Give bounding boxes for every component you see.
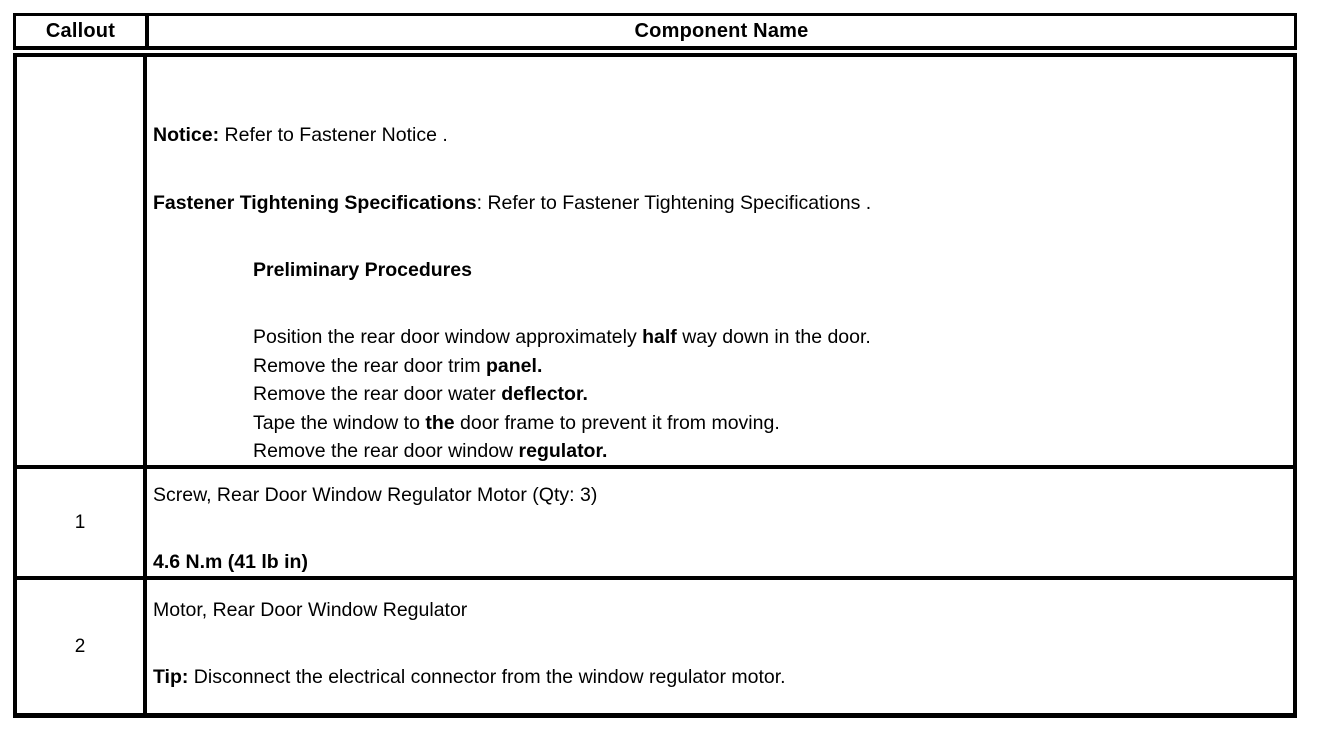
tip-text: Disconnect the electrical connector from…: [188, 666, 786, 688]
header-cell-component-name: Component Name: [149, 16, 1294, 46]
tip-line: Tip: Disconnect the electrical connector…: [153, 665, 786, 689]
table-header-row: Callout Component Name: [13, 13, 1297, 50]
procedure-text-pre: Remove the rear door window: [253, 440, 519, 462]
preliminary-procedures-list: Position the rear door window approximat…: [253, 323, 871, 466]
procedure-text-emph[interactable]: regulator.: [518, 440, 608, 462]
callout-number: 2: [74, 635, 86, 657]
list-item: Remove the rear door water deflector.: [253, 380, 871, 409]
fastener-spec-label: Fastener Tightening Specifications: [153, 192, 477, 214]
table-row: 2 Motor, Rear Door Window Regulator Tip:…: [17, 576, 1293, 713]
callout-number-cell: 1: [17, 469, 147, 576]
component-title: Motor, Rear Door Window Regulator: [153, 599, 468, 621]
notes-callout-cell: [17, 57, 147, 465]
component-title: Screw, Rear Door Window Regulator Motor …: [153, 484, 598, 506]
procedure-text-pre: Remove the rear door water: [253, 383, 502, 405]
notice-line: Notice: Refer to Fastener Notice .: [153, 123, 448, 147]
table-body: Notice: Refer to Fastener Notice . Faste…: [13, 53, 1297, 718]
procedure-text-pre: Tape the window to: [253, 411, 426, 434]
torque-specification: 4.6 N.m (41 lb in): [153, 551, 308, 573]
preliminary-procedures-heading: Preliminary Procedures: [253, 259, 472, 281]
tip-label: Tip:: [153, 666, 189, 688]
notes-body-cell: Notice: Refer to Fastener Notice . Faste…: [147, 57, 1293, 465]
procedure-text-pre: Position the rear door window approximat…: [253, 326, 643, 348]
procedure-text-post: door frame to prevent it from moving.: [454, 411, 780, 434]
list-item: Position the rear door window approximat…: [253, 323, 871, 352]
fastener-spec-line: Fastener Tightening Specifications: Refe…: [153, 191, 871, 215]
header-label-component-name: Component Name: [634, 19, 809, 42]
table-row-notes: Notice: Refer to Fastener Notice . Faste…: [17, 57, 1293, 465]
procedure-text-emph[interactable]: half: [642, 326, 677, 348]
notice-label: Notice:: [153, 124, 220, 146]
callout-number-cell: 2: [17, 580, 147, 713]
list-item: Remove the rear door window regulator.: [253, 437, 871, 466]
callout-number: 1: [74, 511, 86, 533]
component-description-cell: Screw, Rear Door Window Regulator Motor …: [147, 469, 1293, 576]
notice-link-text[interactable]: Refer to Fastener Notice .: [224, 124, 448, 146]
list-item: Remove the rear door trim panel.: [253, 352, 871, 381]
header-cell-callout: Callout: [16, 16, 149, 46]
procedure-text-emph[interactable]: deflector.: [501, 383, 588, 405]
fastener-spec-text[interactable]: : Refer to Fastener Tightening Specifica…: [476, 192, 872, 214]
header-label-callout: Callout: [45, 19, 116, 42]
procedure-text-emph[interactable]: the: [425, 411, 455, 434]
table-row: 1 Screw, Rear Door Window Regulator Moto…: [17, 465, 1293, 576]
list-item: Tape the window to the door frame to pre…: [253, 409, 871, 438]
procedure-text-post: way down in the door.: [676, 326, 871, 348]
procedure-text-pre: Remove the rear door trim: [253, 354, 487, 377]
procedure-text-emph[interactable]: panel.: [486, 354, 543, 377]
component-description-cell: Motor, Rear Door Window Regulator Tip: D…: [147, 580, 1293, 713]
